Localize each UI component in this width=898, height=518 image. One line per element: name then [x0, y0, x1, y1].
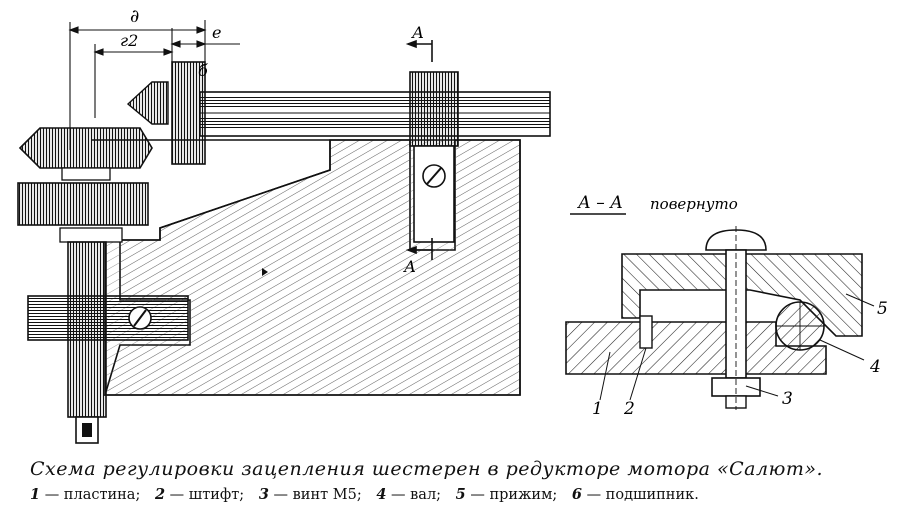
- section-title: А – А: [577, 193, 623, 213]
- gear-adjustment-diagram: ∂ г2 е б А А А – А повернуто: [17, 6, 888, 444]
- legend-item-4: 4 — вал;: [376, 486, 442, 503]
- section-view-a-a: А – А повернуто: [565, 193, 888, 419]
- label-part-6: б: [198, 61, 208, 80]
- horizontal-shaft: [199, 91, 551, 137]
- callout-4: 4: [869, 357, 881, 377]
- horizontal-clamp: [409, 71, 459, 243]
- rotated-note: повернуто: [650, 195, 738, 213]
- legend-item-1: 1 — пластина;: [30, 486, 141, 503]
- vertical-shaft: [67, 241, 107, 444]
- vertical-bearing-upper: [17, 182, 149, 226]
- label-dim-e: е: [212, 23, 221, 42]
- screw-3: [705, 226, 767, 410]
- dimension-lines: [68, 20, 240, 150]
- pin-2: [639, 315, 653, 349]
- figure-caption: Схема регулировки зацепления шестерен в …: [30, 458, 890, 503]
- callout-5: 5: [877, 299, 888, 319]
- legend-item-2: 2 — штифт;: [154, 486, 245, 503]
- main-view: ∂ г2 е б А А: [17, 6, 551, 444]
- label-section-top: А: [411, 23, 424, 42]
- label-section-bottom: А: [403, 257, 416, 276]
- shaft-4: [775, 301, 825, 351]
- section-line-a: [405, 39, 433, 260]
- legend-item-3: 3 — винт М5;: [258, 486, 362, 503]
- callout-2: 2: [623, 399, 635, 419]
- callout-1: 1: [592, 399, 603, 419]
- label-dim-g2: г2: [120, 31, 138, 50]
- vertical-clamp: [27, 295, 189, 341]
- bevel-pinion: [126, 81, 169, 125]
- label-dim-d: ∂: [130, 6, 139, 27]
- bearing-6: [171, 61, 206, 165]
- bevel-gear: [18, 127, 153, 169]
- leader-lines: [599, 293, 875, 401]
- caption-title: Схема регулировки зацепления шестерен в …: [30, 458, 824, 480]
- caption-legend: 1 — пластина; 2 — штифт; 3 — винт М5; 4 …: [30, 486, 890, 503]
- legend-item-5: 5 — прижим;: [455, 486, 558, 503]
- clamp-5: [621, 253, 863, 337]
- legend-item-6: 6 — подшипник.: [571, 486, 699, 503]
- callout-3: 3: [782, 389, 793, 409]
